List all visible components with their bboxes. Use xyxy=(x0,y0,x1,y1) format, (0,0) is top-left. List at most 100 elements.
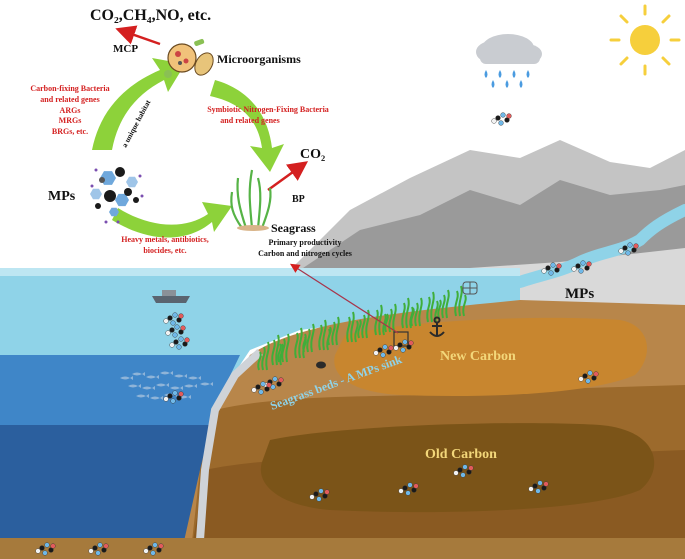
mps-cycle-label: MPs xyxy=(48,189,76,204)
fish xyxy=(120,376,133,380)
mp-particle xyxy=(99,177,105,183)
old-carbon-label: Old Carbon xyxy=(425,447,497,462)
mp-cluster xyxy=(163,312,184,326)
mp-dot xyxy=(90,184,94,188)
mp-cluster xyxy=(251,381,272,395)
rain-cloud-icon xyxy=(476,34,542,88)
seagrass-blade xyxy=(374,309,379,336)
coastal-slope xyxy=(196,349,263,541)
seagrass-blade xyxy=(285,333,290,363)
seagrass-blade xyxy=(327,326,332,346)
seagrass-blade xyxy=(302,333,307,353)
mp-cluster xyxy=(35,542,56,556)
mp-cluster xyxy=(541,262,562,276)
old-carbon-zone xyxy=(260,423,655,513)
mp-hexagon xyxy=(115,193,129,207)
mp-cluster xyxy=(309,488,330,502)
seagrass-blade xyxy=(382,313,387,336)
seagrass-blade xyxy=(458,285,463,317)
seagrass-bed xyxy=(257,285,467,371)
mp-cluster xyxy=(143,542,164,556)
seagrass-blade xyxy=(430,291,435,323)
boat-icon xyxy=(152,290,190,303)
mp-cluster xyxy=(373,344,394,358)
mps-scene-label: MPs xyxy=(565,286,594,302)
zoom-pointer-line xyxy=(289,263,399,334)
seagrass-blade xyxy=(426,296,431,323)
fish xyxy=(128,384,141,388)
mp-dot xyxy=(138,174,142,178)
mp-dot xyxy=(116,220,120,224)
mp-hexagon xyxy=(90,188,102,200)
seagrass-blade xyxy=(441,294,446,319)
mp-cluster xyxy=(578,370,599,384)
water-top-band xyxy=(0,268,520,276)
fish xyxy=(142,386,155,390)
mp-particle xyxy=(115,167,125,177)
co2-label: CO₂ xyxy=(300,147,325,162)
fish xyxy=(132,372,145,376)
right-arrow-text: Symbiotic Nitrogen-Fixing Bacteria and r… xyxy=(207,105,329,125)
mid-water xyxy=(0,355,240,430)
mp-cluster xyxy=(393,339,414,353)
fish xyxy=(188,376,201,380)
mp-dot xyxy=(104,220,108,224)
anchor-icon xyxy=(429,316,445,337)
outputs-top-label: CO₂,CH₄,NO, etc. xyxy=(90,7,211,24)
seagrass-blade xyxy=(310,323,315,353)
cycle-arrows xyxy=(92,58,284,238)
mps-icon-cluster xyxy=(90,167,144,224)
fish xyxy=(200,382,213,386)
shallow-water xyxy=(0,270,520,380)
seagrass-blade xyxy=(275,334,280,366)
bp-label: BP xyxy=(292,194,305,205)
seagrass-blade xyxy=(318,324,323,351)
seagrass-blade xyxy=(401,302,406,329)
seagrass-line: Primary productivity xyxy=(269,238,342,247)
left-arrow-line: ARGs xyxy=(60,106,81,115)
trap-icon xyxy=(462,281,478,295)
seagrass-blade xyxy=(384,313,389,333)
seagrass-blade xyxy=(410,307,415,327)
seagrass-blade xyxy=(294,332,299,359)
seagrass-blade xyxy=(414,302,419,327)
seagrass-blade xyxy=(271,339,276,366)
right-arrow-line: and related genes xyxy=(220,116,279,125)
mp-particle xyxy=(104,190,116,202)
mp-particle xyxy=(95,203,101,209)
mp-particle xyxy=(133,197,139,203)
arrow-mps-to-seagrass xyxy=(112,202,232,238)
left-arrow-line: Carbon-fixing Bacteria xyxy=(30,84,109,93)
arrow-microorganisms-to-seagrass xyxy=(210,80,284,172)
mcp-arrow xyxy=(115,25,161,46)
seagrass-blade xyxy=(378,304,383,336)
mp-cluster xyxy=(169,336,190,350)
seagrass-blade xyxy=(462,294,467,317)
seagrass-blade xyxy=(298,327,303,359)
right-arrow-line: Symbiotic Nitrogen-Fixing Bacteria xyxy=(207,105,329,114)
fish xyxy=(150,396,163,400)
new-carbon-label: New Carbon xyxy=(440,349,516,364)
bottom-arrow-line: Heavy metals, antibiotics, xyxy=(121,235,209,244)
fish xyxy=(136,394,149,398)
new-carbon-zone xyxy=(334,317,647,396)
bottom-arrow-text: Heavy metals, antibiotics, biocides, etc… xyxy=(121,235,209,255)
seagrass-blade xyxy=(388,308,393,333)
seagrass-blade xyxy=(306,328,311,353)
fish xyxy=(160,371,173,375)
left-arrow-line: and related genes xyxy=(40,95,99,104)
deep-water xyxy=(0,425,214,540)
mp-dot xyxy=(140,194,144,198)
seagrass-text: Primary productivity Carbon and nitrogen… xyxy=(258,238,352,258)
mp-cluster xyxy=(491,112,512,126)
left-arrow-line: MRGs xyxy=(59,116,82,125)
seagrass-blade xyxy=(350,311,355,343)
seagrass-blade xyxy=(322,319,327,351)
microorganisms-label: Microorganisms xyxy=(217,52,301,66)
seagrass-blade xyxy=(279,343,284,366)
arrow-mps-to-microorganisms xyxy=(92,58,185,150)
seagrass-blade xyxy=(361,314,366,339)
fish xyxy=(146,375,159,379)
seagrass-blade xyxy=(437,299,442,319)
